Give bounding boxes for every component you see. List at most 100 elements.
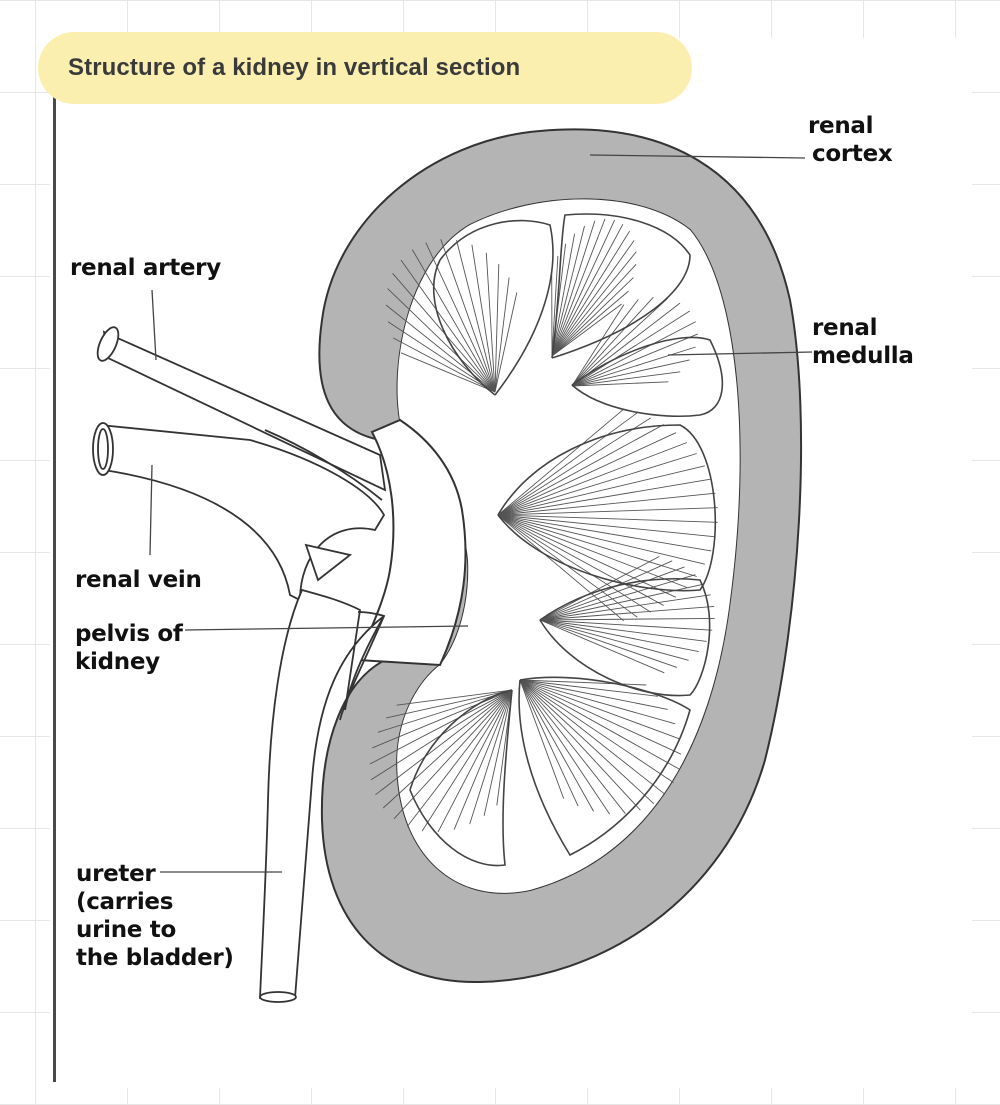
pyramid-striation	[494, 292, 518, 393]
pyramid-striation	[551, 240, 635, 357]
pyramid-striation	[400, 259, 496, 393]
pyramid-striation	[392, 337, 496, 393]
pyramid-striation	[497, 412, 638, 516]
pyramid-striation	[571, 359, 690, 387]
pyramid-striation	[411, 249, 496, 393]
pyramid-striation	[453, 689, 513, 830]
pyramid-striation	[456, 239, 496, 393]
pyramid-striation	[539, 619, 678, 668]
pyramid-striation	[539, 556, 660, 621]
label-line: ureter	[76, 861, 156, 887]
pyramid-striation	[571, 346, 696, 387]
pyramid-striation	[519, 679, 594, 812]
pyramid-striation	[387, 288, 496, 393]
pyramid-striation	[497, 514, 677, 598]
label-line: (carries	[76, 889, 174, 915]
pyramid-striation	[551, 303, 622, 357]
pyramid-striation	[497, 514, 664, 606]
pyramid-striation	[497, 465, 706, 516]
pyramid-striation	[497, 507, 718, 516]
pyramid-striation	[551, 220, 596, 357]
pyramid-striation	[551, 218, 606, 357]
pyramid-striation	[382, 689, 513, 809]
pyramid-striation	[571, 310, 690, 387]
pyramid-striation	[539, 560, 673, 621]
pyramid-striation	[437, 689, 513, 833]
pyramid-striation	[571, 304, 625, 387]
pyramid-striation	[551, 263, 637, 357]
label-renal-artery: renal artery	[70, 255, 221, 281]
pyramid-striation	[400, 352, 496, 393]
pyramid-striation	[375, 689, 513, 796]
pyramid-striation	[421, 689, 513, 832]
pyramid-striation	[539, 594, 711, 621]
pyramid-striation	[551, 290, 629, 357]
pyramid-striation	[571, 321, 697, 387]
pyramid-striation	[551, 230, 630, 357]
pyramid-striation	[551, 277, 634, 357]
pyramid-striation	[386, 689, 513, 719]
label-pelvis: pelvis of kidney	[75, 620, 183, 676]
pyramid-striation	[539, 619, 665, 674]
pyramid-striation	[497, 514, 706, 565]
pyramid-striation	[519, 679, 655, 805]
pyramid-striation	[494, 277, 510, 393]
pyramid-striation	[539, 617, 715, 621]
pyramid-striation	[519, 679, 565, 799]
pyramid-striation	[519, 679, 676, 725]
label-line: the bladder)	[76, 945, 234, 971]
pyramid-striation	[551, 251, 637, 357]
pyramid-striation	[497, 424, 664, 516]
pyramid-striation	[519, 679, 674, 783]
pyramid-striation	[406, 689, 513, 827]
pyramid-striation	[497, 514, 716, 538]
pyramid-striation	[497, 453, 697, 516]
pyramid-striation	[551, 233, 576, 357]
label-line: renal	[808, 113, 874, 139]
renal-artery	[96, 326, 387, 492]
pyramid-striation	[571, 298, 668, 387]
pyramid-striation	[497, 442, 688, 516]
diagram-title: Structure of a kidney in vertical sectio…	[68, 54, 521, 81]
pyramid-striation	[497, 514, 624, 622]
pyramid-striation	[497, 478, 712, 516]
pyramid-striation	[519, 679, 579, 807]
pyramid-striation	[539, 619, 699, 653]
label-line: urine to	[76, 917, 176, 943]
pyramid-striation	[551, 225, 585, 357]
pyramid-outlines	[409, 213, 724, 867]
pyramid-striation	[539, 605, 715, 621]
pyramid-striation	[483, 689, 513, 816]
pyramid-striation	[396, 689, 513, 706]
pyramid-striation	[497, 514, 712, 552]
pyramid-striation	[497, 408, 624, 516]
label-renal-vein: renal vein	[75, 567, 202, 593]
pyramid-striation	[539, 566, 685, 621]
pyramid-striation	[385, 304, 496, 393]
label-line: cortex	[812, 141, 893, 167]
pyramid-striation	[497, 417, 651, 516]
pyramid-striation	[469, 689, 513, 825]
pyramid-striation	[519, 679, 668, 710]
pyramid-striation	[571, 371, 681, 387]
label-line: kidney	[75, 649, 160, 675]
hilum-opening	[356, 418, 467, 667]
label-renal-cortex: renal cortex	[808, 112, 893, 168]
leader-pelvis	[184, 625, 469, 631]
pyramid-striation	[539, 619, 689, 661]
pyramid-striation	[571, 296, 654, 387]
leader-renal-artery	[151, 289, 157, 361]
label-line: medulla	[812, 343, 914, 369]
pyramid-striation	[497, 492, 716, 516]
title-banner: Structure of a kidney in vertical sectio…	[38, 32, 692, 104]
pyramid-striation	[551, 223, 624, 357]
margin-rule	[53, 60, 56, 1082]
pyramid-striation	[497, 432, 677, 516]
pyramid-striation	[519, 679, 610, 815]
pyramid-striation	[519, 679, 658, 697]
pyramid-striation	[519, 679, 626, 814]
pyramid-striation	[551, 255, 559, 357]
leader-renal-medulla	[667, 351, 813, 356]
pyramid-striation	[497, 514, 697, 577]
pyramid-striation	[539, 619, 707, 642]
